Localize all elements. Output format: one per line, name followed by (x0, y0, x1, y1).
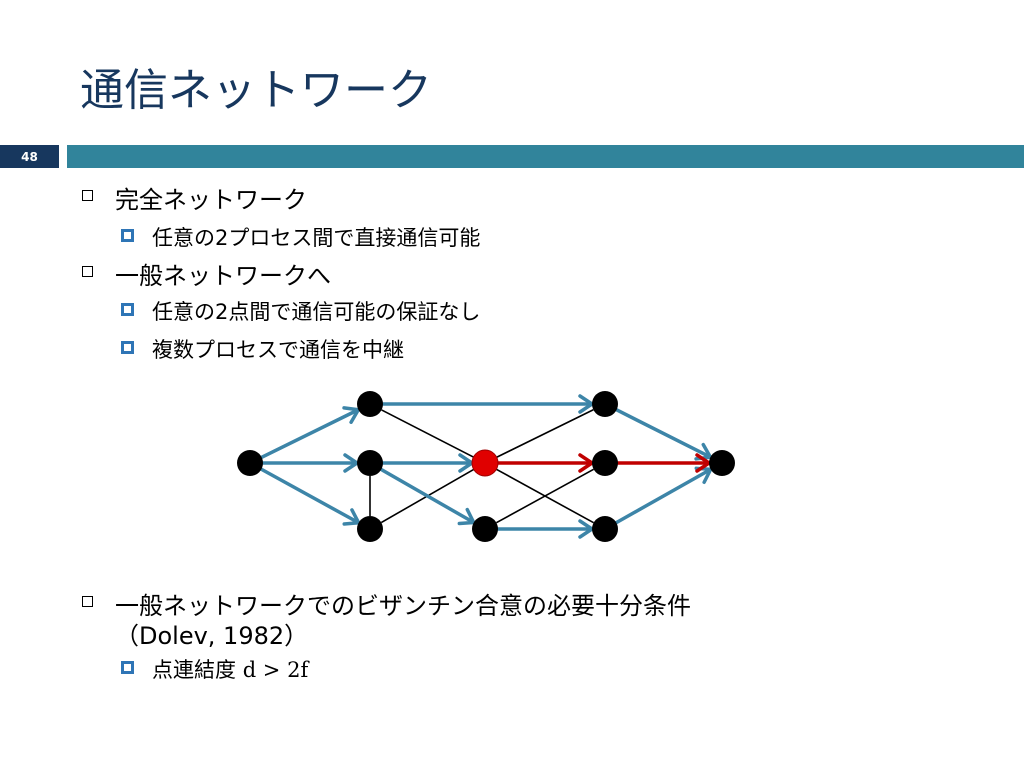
node-f (592, 450, 618, 476)
square-bullet-icon (121, 341, 134, 354)
blue-arrowhead-s-c (342, 508, 361, 526)
edge-d-f (496, 468, 594, 524)
slide-title: 通信ネットワーク (80, 65, 432, 116)
edge-a-r (381, 409, 474, 458)
square-bullet-icon (121, 229, 134, 242)
bullet-complete-network: 完全ネットワーク (82, 180, 307, 215)
blue-arrow-g-t (614, 468, 711, 525)
connectivity-formula: d > 2f (242, 658, 309, 682)
hollow-square-bullet-icon (82, 266, 93, 277)
node-e (592, 391, 618, 417)
header-band (67, 145, 1024, 168)
citation-dolev: （Dolev, 1982） (115, 622, 309, 650)
blue-arrow-b-d (379, 467, 474, 524)
hollow-square-bullet-icon (82, 596, 93, 607)
node-s (237, 450, 263, 476)
square-bullet-icon (121, 303, 134, 316)
node-g (592, 516, 618, 542)
node-t (709, 450, 735, 476)
node-d (472, 516, 498, 542)
node-c (357, 516, 383, 542)
node-r (471, 449, 499, 477)
sub-bullet-connectivity: 点連結度 d > 2f (121, 654, 309, 684)
sub-bullet-relay: 複数プロセスで通信を中継 (121, 334, 404, 364)
sub-bullet-no-guarantee: 任意の2点間で通信可能の保証なし (121, 296, 480, 326)
hollow-square-bullet-icon (82, 190, 93, 201)
slide-number: 48 (0, 145, 59, 168)
node-b (357, 450, 383, 476)
sub-bullet-direct-comm: 任意の2プロセス間で直接通信可能 (121, 222, 480, 252)
square-bullet-icon (121, 661, 134, 674)
edge-r-e (496, 409, 594, 458)
bullet-general-network: 一般ネットワークへ (82, 256, 331, 291)
node-a (357, 391, 383, 417)
blue-arrow-e-t (614, 408, 711, 458)
blue-arrow-s-a (259, 408, 359, 460)
blue-arrow-s-c (259, 467, 359, 524)
bullet-byzantine-condition: 一般ネットワークでのビザンチン合意の必要十分条件 (82, 586, 691, 621)
